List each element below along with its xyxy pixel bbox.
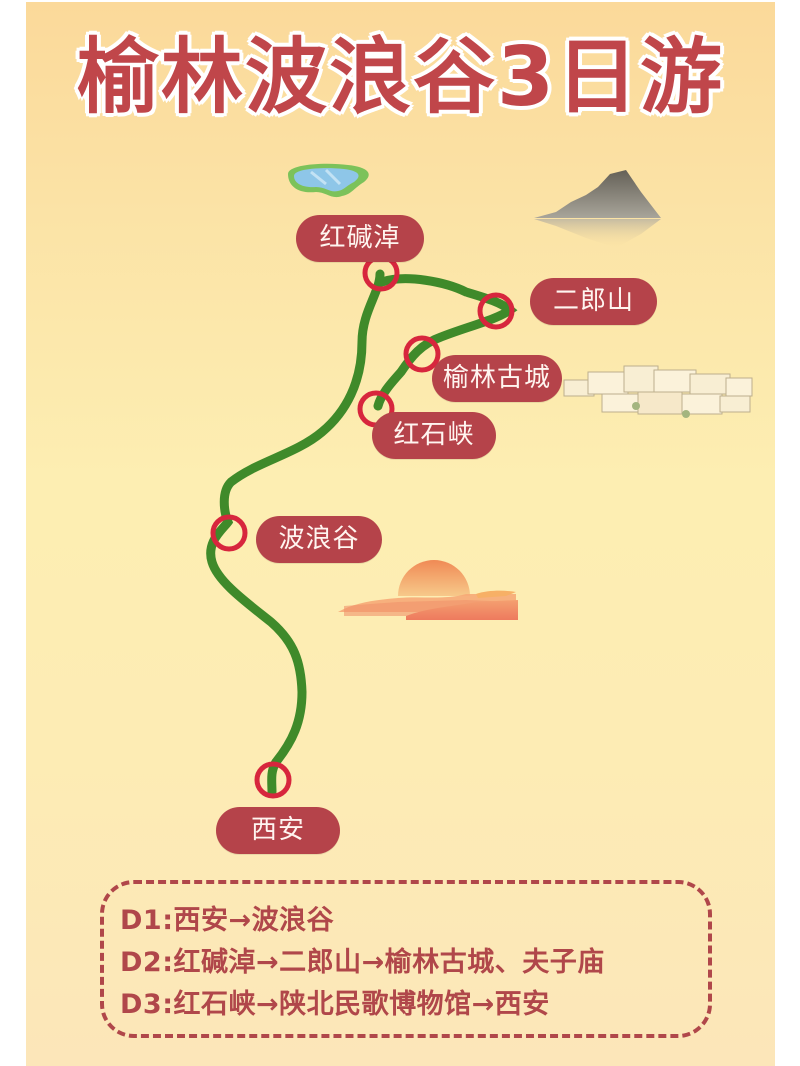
sunset-icon [338, 560, 518, 620]
poster-title: 榆林波浪谷3日游 [76, 30, 725, 125]
itinerary-box: D1:西安→波浪谷 D2:红碱淖→二郎山→榆林古城、夫子庙 D3:红石峡→陕北民… [100, 880, 712, 1038]
stop-label-erlangshan[interactable]: 二郎山 [530, 278, 657, 325]
stop-label-hongjiannao[interactable]: 红碱淖 [296, 215, 424, 262]
lake-icon [288, 163, 369, 198]
marker-bolanggu[interactable] [210, 514, 248, 552]
marker-xian[interactable] [254, 761, 292, 799]
itinerary-day-2: D2:红碱淖→二郎山→榆林古城、夫子庙 [120, 947, 605, 978]
route-line-branch [373, 274, 518, 411]
route-map [206, 163, 753, 799]
itinerary-day-3: D3:红石峡→陕北民歌博物馆→西安 [120, 989, 550, 1020]
stop-label-xian[interactable]: 西安 [216, 807, 340, 854]
route-line [206, 269, 385, 797]
itinerary-day-1: D1:西安→波浪谷 [120, 905, 335, 936]
ink-mountain-icon [534, 170, 661, 248]
stop-label-bolanggu[interactable]: 波浪谷 [256, 516, 382, 563]
stop-label-yulin-old-town[interactable]: 榆林古城 [432, 355, 562, 402]
marker-erlangshan[interactable] [477, 292, 515, 330]
old-town-icon [563, 365, 753, 418]
marker-yulin-old-town[interactable] [403, 335, 441, 373]
stop-label-hongshixia[interactable]: 红石峡 [372, 412, 496, 459]
travel-poster: 榆林波浪谷3日游 [26, 2, 775, 1066]
